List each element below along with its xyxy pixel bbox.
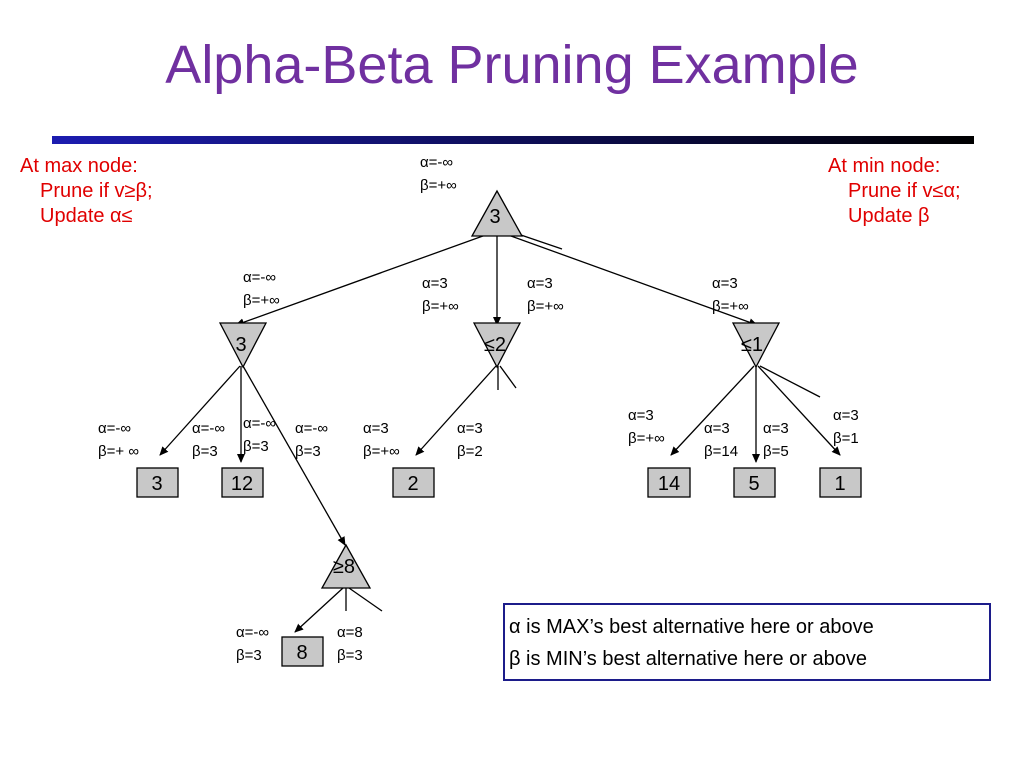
leaf-box-8: [281, 636, 324, 667]
leaf-box-3: [136, 467, 179, 498]
min-mid-edge-alpha: α=3: [527, 275, 553, 292]
leaf-1-alpha: α=3: [763, 420, 789, 437]
min-left-alpha: α=-∞: [243, 269, 276, 286]
edge-right-to-leaf-1: [757, 365, 841, 456]
leaf-box-14: [647, 467, 691, 498]
edge-root-to-left: [235, 231, 495, 327]
leaf-3-beta: β=+ ∞: [98, 443, 139, 460]
edge-left-to-max-8: [242, 365, 346, 546]
leaf-1-beta: β=5: [763, 443, 789, 460]
root-alpha: α=-∞: [420, 154, 453, 171]
min-node-note: At min node: Prune if v≤α; Update β: [828, 154, 961, 229]
edge-max8-b-beta: β=3: [295, 443, 321, 460]
root-max-node: [470, 189, 524, 237]
max-node-8-value: ≥8: [333, 556, 355, 578]
min-left-beta: β=+∞: [243, 292, 280, 309]
leaf-8-after-beta: β=3: [337, 647, 363, 664]
leaf-8-value: 8: [296, 642, 307, 664]
min-mid-beta: β=+∞: [422, 298, 459, 315]
edge-root-stub: [517, 233, 563, 250]
edge-max8-beta: β=3: [243, 438, 269, 455]
min-node-mid: [472, 322, 522, 369]
max-node-note: At max node: Prune if v≥β; Update α≤: [20, 154, 153, 229]
leaf-8-beta: β=3: [236, 647, 262, 664]
edge-right-to-leaf-14: [670, 365, 755, 456]
leaf-1-after-beta: β=1: [833, 430, 859, 447]
leaf-5-beta: β=14: [704, 443, 738, 460]
edge-root-to-right: [499, 231, 758, 327]
max-node-note-line2: Update α≤: [40, 205, 133, 227]
max-node-note-line1: Prune if v≥β;: [40, 180, 153, 202]
leaf-5-value: 5: [748, 473, 759, 495]
min-node-right-value: ≤1: [741, 334, 763, 356]
edge-left-to-leaf-3: [159, 365, 241, 456]
leaf-box-12: [221, 467, 264, 498]
leaf-12-value: 12: [231, 473, 253, 495]
leaf-5-alpha: α=3: [704, 420, 730, 437]
edge-max8-alpha: α=-∞: [243, 415, 276, 432]
edge-mid-to-leaf-2: [415, 365, 497, 456]
leaf-3-alpha: α=-∞: [98, 420, 131, 437]
leaf-2-after-beta: β=2: [457, 443, 483, 460]
leaf-14-value: 14: [658, 473, 680, 495]
leaf-3-value: 3: [151, 473, 162, 495]
max-node-note-heading: At max node:: [20, 155, 138, 177]
min-right-beta: β=+∞: [712, 298, 749, 315]
leaf-box-2: [392, 467, 435, 498]
min-node-mid-value: ≤2: [484, 334, 506, 356]
min-right-alpha: α=3: [712, 275, 738, 292]
leaf-12-alpha: α=-∞: [192, 420, 225, 437]
leaf-2-beta: β=+∞: [363, 443, 400, 460]
leaf-14-alpha: α=3: [628, 407, 654, 424]
leaf-8-after-alpha: α=8: [337, 624, 363, 641]
title-underline-bar: [52, 136, 974, 144]
leaf-8-alpha: α=-∞: [236, 624, 269, 641]
leaf-box-5: [733, 467, 776, 498]
max-node-8: [320, 543, 372, 589]
leaf-box-1: [819, 467, 862, 498]
leaf-1-after-alpha: α=3: [833, 407, 859, 424]
root-max-node-value: 3: [489, 206, 500, 228]
min-node-note-line1: Prune if v≤α;: [848, 180, 961, 202]
edge-max8-to-leaf-8: [294, 587, 344, 633]
min-node-note-heading: At min node:: [828, 155, 941, 177]
min-mid-edge-beta: β=+∞: [527, 298, 564, 315]
edge-mid-pruned-2: [499, 365, 517, 389]
min-node-left: [218, 322, 268, 369]
edge-max8-b-alpha: α=-∞: [295, 420, 328, 437]
leaf-2-after-alpha: α=3: [457, 420, 483, 437]
edge-max8-pruned-2: [348, 587, 383, 612]
root-beta: β=+∞: [420, 177, 457, 194]
legend-line-beta: β is MIN’s best alternative here or abov…: [509, 648, 867, 670]
leaf-2-value: 2: [407, 473, 418, 495]
min-mid-alpha: α=3: [422, 275, 448, 292]
legend-line-alpha: α is MAX’s best alternative here or abov…: [509, 616, 874, 638]
alpha-beta-legend-box: α is MAX’s best alternative here or abov…: [503, 603, 991, 681]
page-title: Alpha-Beta Pruning Example: [165, 35, 859, 95]
leaf-12-beta: β=3: [192, 443, 218, 460]
leaf-1-value: 1: [834, 473, 845, 495]
min-node-right: [731, 322, 781, 369]
leaf-2-alpha: α=3: [363, 420, 389, 437]
edge-right-pruned: [759, 365, 821, 398]
min-node-note-line2: Update β: [848, 205, 930, 227]
min-node-left-value: 3: [235, 334, 246, 356]
leaf-14-beta: β=+∞: [628, 430, 665, 447]
